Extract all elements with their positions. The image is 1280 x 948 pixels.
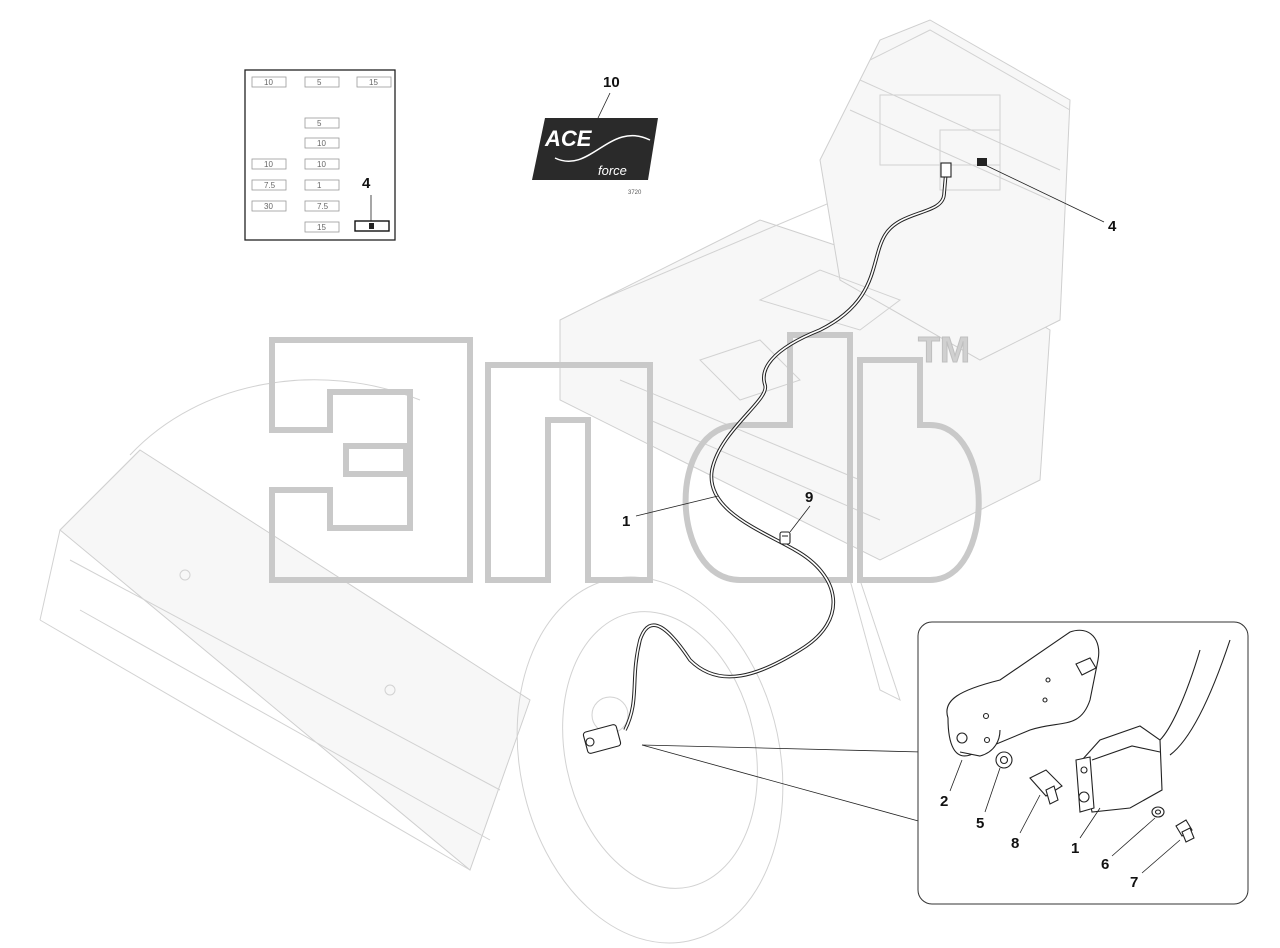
fuse-slot: [304, 179, 340, 191]
fuse-slot: [304, 117, 340, 129]
plug-callout: 9: [805, 489, 813, 506]
fuse-slot: [304, 200, 340, 212]
detail-callout-7: 7: [1130, 874, 1138, 891]
detail-callout-8: 8: [1011, 835, 1019, 852]
bolt: [1029, 769, 1063, 805]
wiring-harness: [582, 158, 987, 754]
logo-code: 3720: [628, 190, 642, 196]
detail-inset: 2 5 8 1 6 7: [641, 621, 1249, 905]
harness-callout: 1: [622, 513, 630, 530]
small-washer: [1151, 806, 1165, 818]
fuse-rating: 7.5: [264, 181, 276, 190]
fuse-rating: 10: [264, 160, 273, 169]
fuse-rating: 7.5: [317, 202, 329, 211]
trademark-mark: TM: [918, 329, 970, 370]
fuse-slot: [304, 158, 340, 170]
fuse-rating: 1: [317, 181, 322, 190]
screw: [1175, 819, 1195, 843]
fuse-rating: 15: [317, 223, 326, 232]
fuse-rating: 15: [369, 78, 378, 87]
fuse-slot: [251, 200, 287, 212]
fuse-slot: [304, 221, 340, 233]
fuse-slot: [251, 158, 287, 170]
main-callouts: 1 9 4: [622, 164, 1117, 533]
fuse-callout: 4: [362, 175, 371, 192]
connector-callout: 4: [1108, 218, 1117, 235]
fuse-slot: [304, 76, 340, 88]
fuse-slot: [304, 137, 340, 149]
fuse-slot: [251, 179, 287, 191]
fuse-slot: [251, 76, 287, 88]
fuse-rating: 30: [264, 202, 273, 211]
detail-callout-2: 2: [940, 793, 948, 810]
logo-sub: force: [598, 163, 627, 178]
fuse-panel: 10 5 15 5 10 10 10 7.5 1 30 7.5 15 4: [244, 69, 396, 241]
sensor-module: [1075, 639, 1231, 813]
fuse-rating: 5: [317, 78, 322, 87]
washer: [995, 751, 1013, 769]
fuse-rating: 10: [317, 160, 326, 169]
watermark-logo: TM: [269, 329, 982, 583]
logo-brand: ACE: [544, 126, 593, 151]
sensor-in-situ: [582, 724, 622, 754]
logo-callout: 10: [603, 74, 620, 91]
ace-force-logo: 10 ACE force 3720: [532, 74, 658, 196]
detail-callout-5: 5: [976, 815, 984, 832]
fuse-rating: 10: [317, 139, 326, 148]
bracket-plate: [946, 629, 1100, 757]
detail-callout-6: 6: [1101, 856, 1109, 873]
fuse-slot: [356, 76, 392, 88]
plug-9: [779, 531, 791, 545]
fuse-rating: 10: [264, 78, 273, 87]
detail-callout-1: 1: [1071, 840, 1079, 857]
fuse-rating: 5: [317, 119, 322, 128]
